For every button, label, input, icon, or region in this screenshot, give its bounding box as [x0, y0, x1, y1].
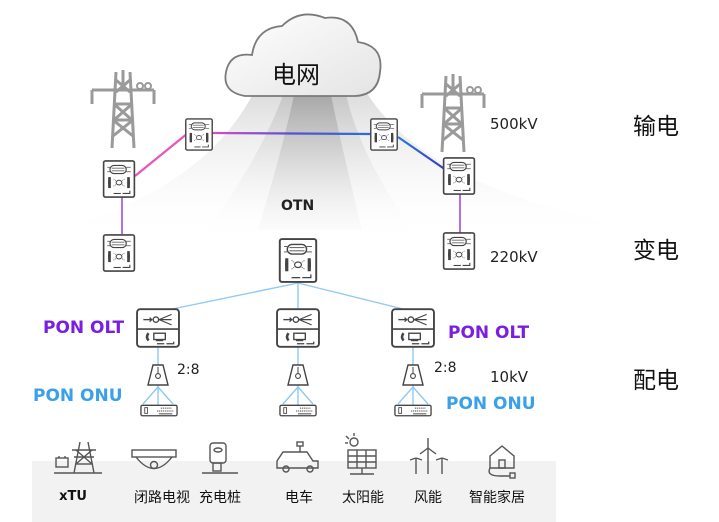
transmission-tower-icon: [420, 74, 486, 154]
endpoint-label-charging: 充电桩: [199, 490, 241, 506]
endpoint-label-cctv: 闭路电视: [134, 490, 190, 506]
stage-distribution: 配电: [633, 368, 679, 394]
electric-car-icon: [276, 441, 319, 473]
pon-onu-device-icon: [394, 404, 432, 417]
voltage-220kv: 220kV: [490, 248, 538, 266]
split-ratio-right: 2:8: [434, 360, 457, 376]
pon-onu-device-icon: [279, 404, 317, 417]
cctv-camera-icon: [131, 449, 177, 470]
optical-splitter-icon: [287, 364, 309, 386]
pon-olt-label-right: PON OLT: [448, 323, 530, 343]
endpoint-label-solar: 太阳能: [342, 490, 384, 506]
endpoint-label-ev: 电车: [285, 490, 313, 506]
stage-substation: 变电: [633, 238, 679, 264]
optical-splitter-icon: [147, 364, 169, 386]
endpoint-label-wind: 风能: [414, 490, 442, 506]
wind-turbine-icon: [409, 438, 449, 474]
charging-pile-icon: [202, 442, 238, 474]
smart-home-icon: [488, 445, 516, 479]
pon-olt-device-icon: [136, 308, 180, 348]
voltage-10kv: 10kV: [490, 368, 529, 386]
pon-onu-label-right: PON ONU: [446, 394, 536, 414]
otn-device-icon: [442, 232, 476, 270]
otn-vertical-links: [121, 193, 461, 234]
stage-transmission: 输电: [633, 114, 679, 140]
otn-device-icon: [102, 160, 136, 198]
otn-label: OTN: [281, 198, 315, 214]
pon-olt-device-icon: [276, 308, 320, 348]
grid-title: 电网: [272, 61, 320, 89]
endpoint-label-smarthome: 智能家居: [469, 490, 525, 506]
pon-onu-label-left: PON ONU: [33, 386, 123, 406]
otn-core-device-icon: [278, 238, 318, 283]
pon-olt-label-left: PON OLT: [43, 318, 125, 338]
endpoint-icons: [54, 433, 516, 479]
endpoint-label-xtu: xTU: [59, 489, 87, 504]
otn-device-icon: [185, 118, 213, 151]
otn-device-icon: [370, 118, 398, 151]
pon-onu-device-icon: [140, 404, 178, 417]
otn-500kv-links: [134, 131, 447, 183]
tower-with-terminal-icon: [54, 441, 102, 474]
voltage-500kv: 500kV: [490, 115, 538, 133]
grid-cloud: [224, 13, 382, 97]
pon-olt-device-icon: [391, 308, 435, 348]
transmission-tower-icon: [90, 70, 156, 150]
endpoint-band: [32, 461, 556, 522]
otn-gradient-fan: [20, 90, 700, 240]
otn-device-icon: [102, 234, 136, 272]
split-ratio-left: 2:8: [177, 362, 200, 378]
solar-panel-icon: [345, 433, 377, 475]
otn-device-icon: [442, 157, 476, 195]
optical-splitter-icon: [402, 364, 424, 386]
